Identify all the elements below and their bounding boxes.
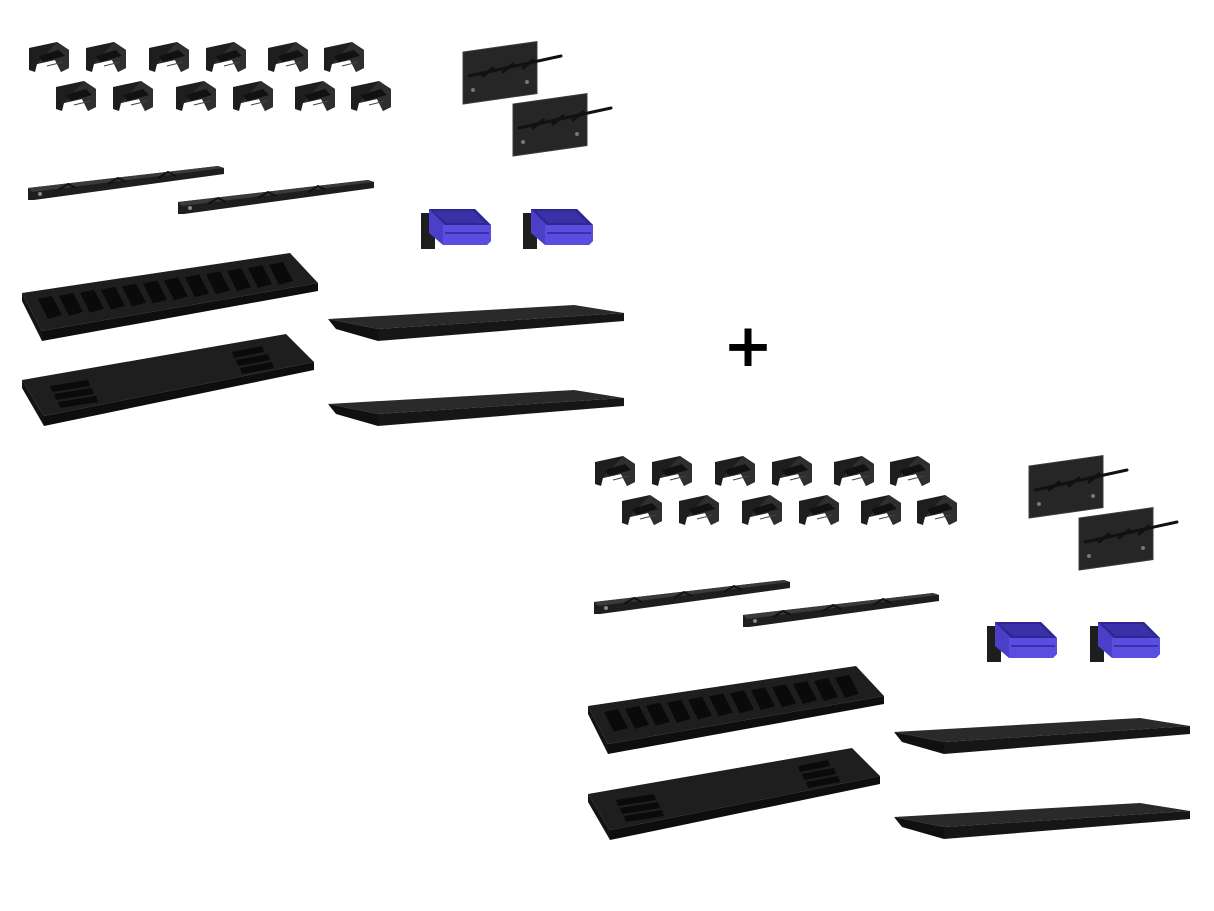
hook	[323, 41, 365, 73]
hook	[741, 494, 783, 526]
flat-shelves	[328, 305, 624, 426]
tray-slot	[227, 268, 251, 292]
flat-shelf	[328, 305, 624, 341]
hook	[148, 41, 190, 73]
hook	[28, 41, 70, 73]
wall-holders	[1027, 454, 1179, 572]
hook	[205, 41, 247, 73]
storage-bin	[522, 208, 594, 250]
tray-slot	[122, 283, 146, 307]
hook	[798, 494, 840, 526]
tray-slot	[269, 261, 293, 285]
flat-shelf	[328, 390, 624, 426]
storage-bins	[986, 621, 1161, 663]
hook	[232, 80, 274, 112]
tray-slot	[38, 296, 62, 319]
kit-2	[588, 454, 1190, 840]
hook	[916, 494, 958, 526]
tool-rail	[593, 579, 791, 615]
tool-rail	[177, 179, 375, 215]
tray-slot	[814, 678, 838, 701]
storage-bin	[986, 621, 1058, 663]
hook	[294, 80, 336, 112]
tool-rails	[27, 165, 375, 215]
tray-slot	[604, 709, 628, 732]
wall-holder	[461, 40, 563, 106]
hook	[651, 455, 693, 487]
tool-rails	[593, 579, 940, 628]
tray-slot	[143, 280, 167, 304]
storage-bin	[420, 208, 492, 250]
tray-slot	[101, 286, 125, 310]
hooks-group	[594, 455, 958, 526]
slotted-tray-small	[22, 334, 314, 426]
tool-rail	[742, 592, 940, 628]
hooks-group	[28, 41, 392, 112]
hook	[594, 455, 636, 487]
wall-holders	[461, 40, 613, 158]
slotted-tray	[22, 253, 318, 341]
trays	[588, 666, 884, 840]
flat-shelf	[894, 718, 1190, 754]
trays	[22, 253, 318, 426]
hook	[889, 455, 931, 487]
tray-slot	[59, 292, 83, 316]
tray-slot	[667, 699, 691, 723]
hook	[175, 80, 217, 112]
tray-slot	[185, 274, 209, 298]
plus-sign: +	[722, 311, 774, 381]
storage-bin	[1089, 621, 1161, 663]
hook	[85, 41, 127, 73]
tray-slot	[730, 690, 754, 714]
hook	[860, 494, 902, 526]
wall-holder	[1027, 454, 1129, 520]
hook	[771, 455, 813, 487]
hook	[833, 455, 875, 487]
storage-bins	[420, 208, 594, 250]
tray-slot	[793, 681, 817, 705]
tray-slot	[248, 265, 272, 288]
flat-shelves	[894, 718, 1190, 839]
tray-slot	[646, 702, 670, 726]
hook	[714, 455, 756, 487]
tray-slot	[709, 693, 733, 717]
hook	[621, 494, 663, 526]
tray-slot	[772, 684, 796, 708]
wall-holder	[1077, 506, 1179, 572]
tray-slot	[835, 674, 859, 698]
tray-slot	[625, 705, 649, 729]
tray-slot	[206, 271, 230, 295]
flat-shelf	[894, 803, 1190, 839]
kit-1	[22, 40, 624, 426]
hook	[350, 80, 392, 112]
tray-slot	[751, 687, 775, 711]
slotted-tray-small	[588, 748, 880, 840]
wall-holder	[511, 92, 613, 158]
tray-slot	[80, 289, 104, 313]
slotted-tray	[588, 666, 884, 754]
hook	[55, 80, 97, 112]
hook	[112, 80, 154, 112]
tool-rail	[27, 165, 225, 201]
tray-slot	[688, 696, 712, 720]
tray-slot	[164, 277, 188, 301]
hook	[267, 41, 309, 73]
hook	[678, 494, 720, 526]
